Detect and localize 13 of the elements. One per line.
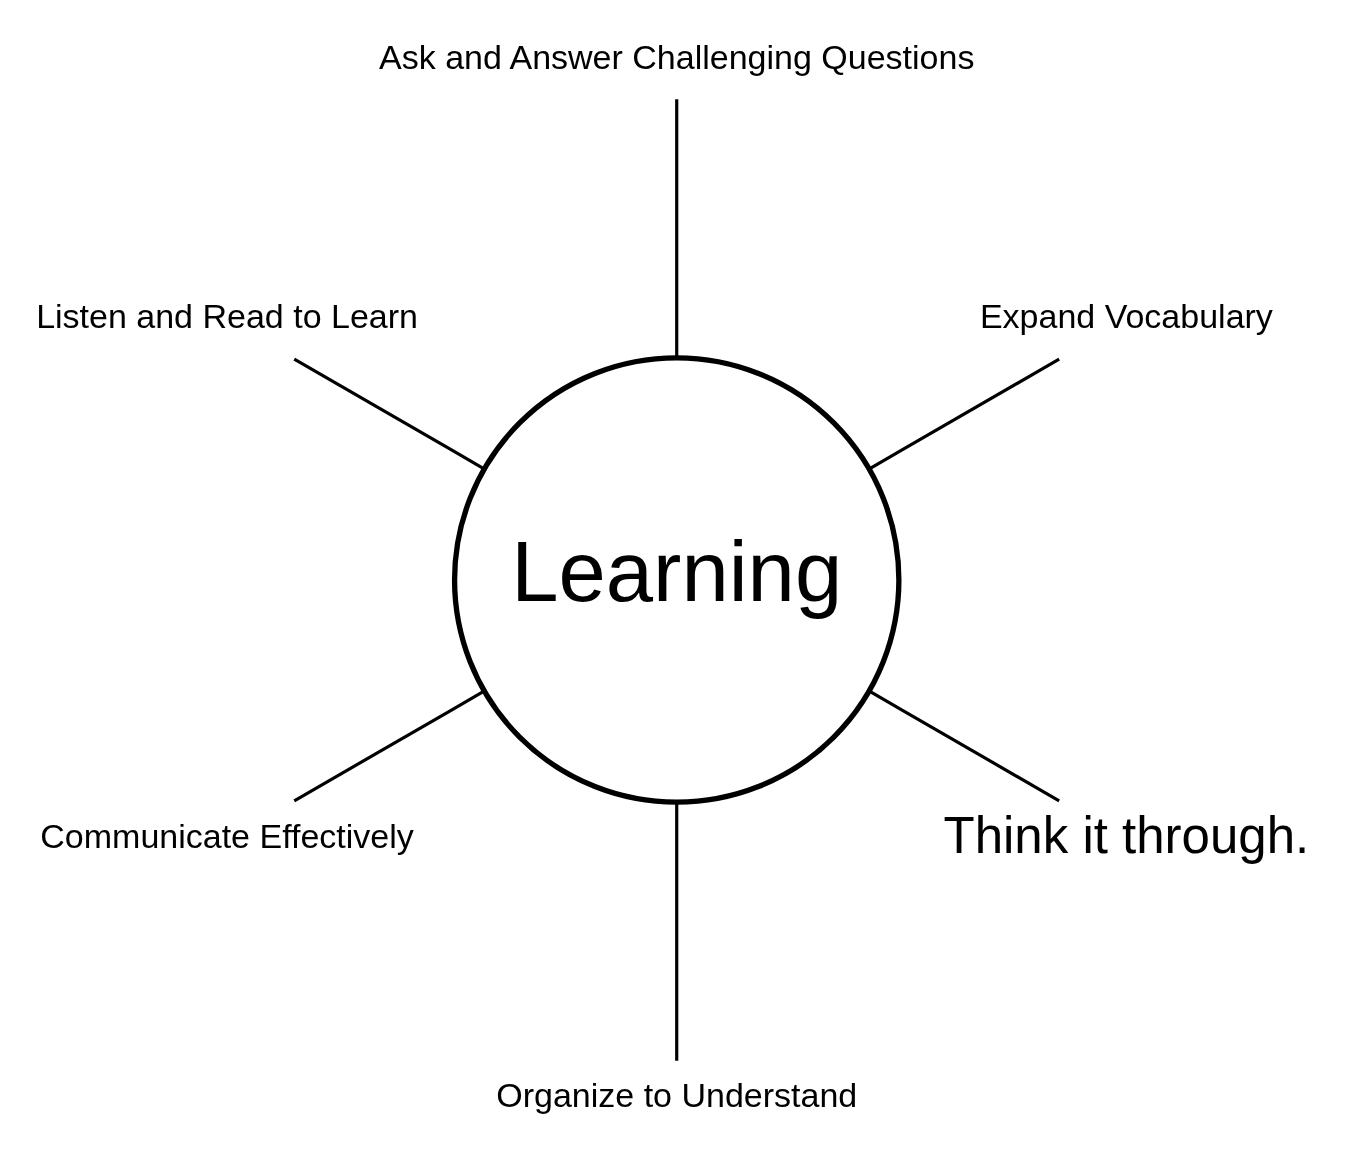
connector bbox=[675, 801, 679, 1061]
node-text: Think it through. bbox=[943, 806, 1310, 864]
connector bbox=[868, 357, 1060, 470]
node-text: Expand Vocabulary bbox=[979, 296, 1273, 335]
node-text: Listen and Read to Learn bbox=[36, 296, 418, 335]
node-circle: Learning bbox=[451, 354, 902, 805]
connector bbox=[293, 689, 485, 802]
connector bbox=[675, 98, 679, 358]
node-text: Ask and Answer Challenging Questions bbox=[379, 37, 975, 76]
node-text: Communicate Effectively bbox=[40, 816, 414, 855]
connector bbox=[868, 689, 1060, 802]
node-text: Organize to Understand bbox=[496, 1075, 858, 1114]
connector bbox=[293, 357, 485, 470]
